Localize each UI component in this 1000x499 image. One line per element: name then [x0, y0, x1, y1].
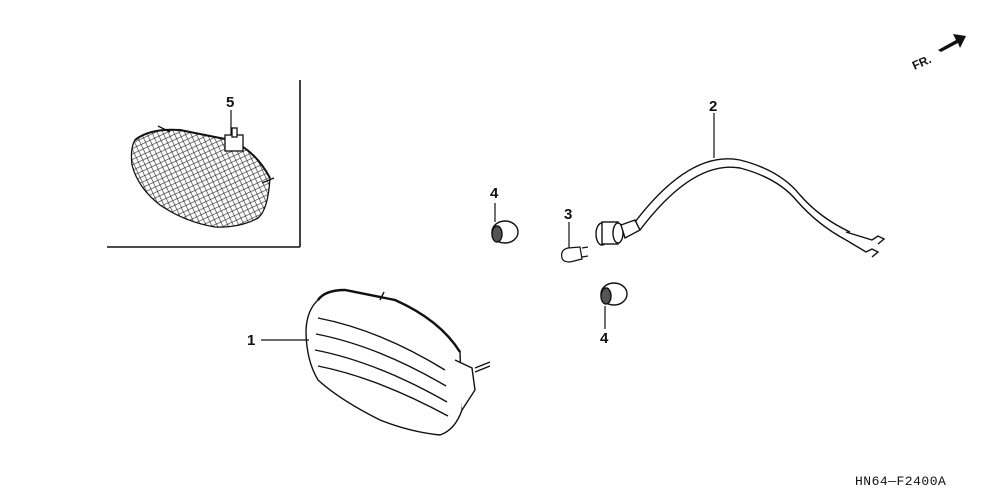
- callout-3: 3: [564, 206, 573, 223]
- bulb-drawing: [561, 246, 589, 263]
- inset-frame: [107, 80, 301, 248]
- callout-4-lower: 4: [600, 330, 609, 347]
- grommet-upper-drawing: [491, 220, 519, 244]
- callout-5: 5: [226, 94, 235, 111]
- harness-drawing: [595, 158, 886, 258]
- drawing-code: HN64—F2400A: [855, 474, 947, 489]
- inset-light-drawing: [130, 125, 275, 228]
- headlight-drawing: [305, 288, 491, 436]
- callout-2: 2: [709, 98, 718, 115]
- arrow-icon: [938, 34, 966, 52]
- grommet-lower-drawing: [600, 282, 628, 306]
- callout-4-upper: 4: [490, 185, 499, 202]
- callout-1: 1: [247, 332, 256, 349]
